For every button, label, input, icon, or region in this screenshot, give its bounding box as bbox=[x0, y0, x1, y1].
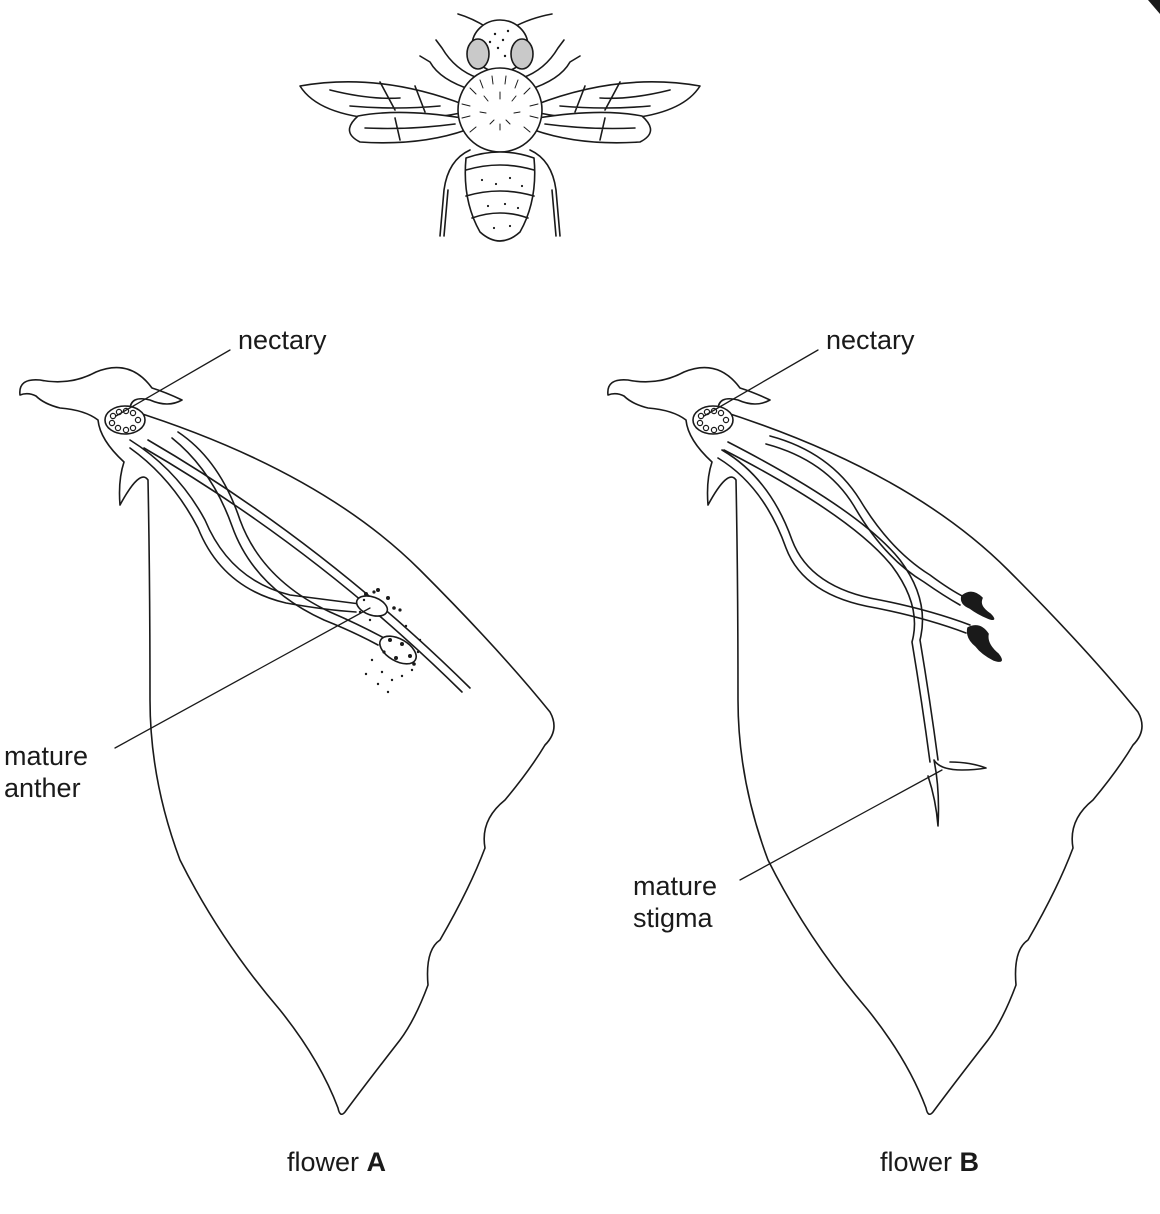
flower-a-corolla bbox=[20, 368, 554, 1115]
flower-b-drawing bbox=[608, 350, 1142, 1114]
flower-b-nectary-label: nectary bbox=[826, 324, 915, 356]
corner-mark bbox=[1148, 0, 1160, 14]
flower-b-caption-prefix: flower bbox=[880, 1147, 960, 1177]
flower-a-anther-label-line2: anther bbox=[4, 772, 81, 804]
flower-b-stigma-label-line2: stigma bbox=[633, 902, 713, 934]
flower-a-anther-label-line1: mature bbox=[4, 740, 88, 772]
flower-a-caption: flower A bbox=[287, 1146, 386, 1178]
flower-a-nectary-label: nectary bbox=[238, 324, 327, 356]
flower-b-caption-letter: B bbox=[960, 1147, 980, 1177]
bee-illustration bbox=[300, 14, 700, 241]
flower-a-drawing bbox=[20, 350, 554, 1114]
flower-b-stigma-label-line1: mature bbox=[633, 870, 717, 902]
flower-a-caption-letter: A bbox=[367, 1147, 387, 1177]
flower-b-caption: flower B bbox=[880, 1146, 979, 1178]
flower-a-caption-prefix: flower bbox=[287, 1147, 367, 1177]
flower-b-corolla bbox=[608, 368, 1142, 1115]
